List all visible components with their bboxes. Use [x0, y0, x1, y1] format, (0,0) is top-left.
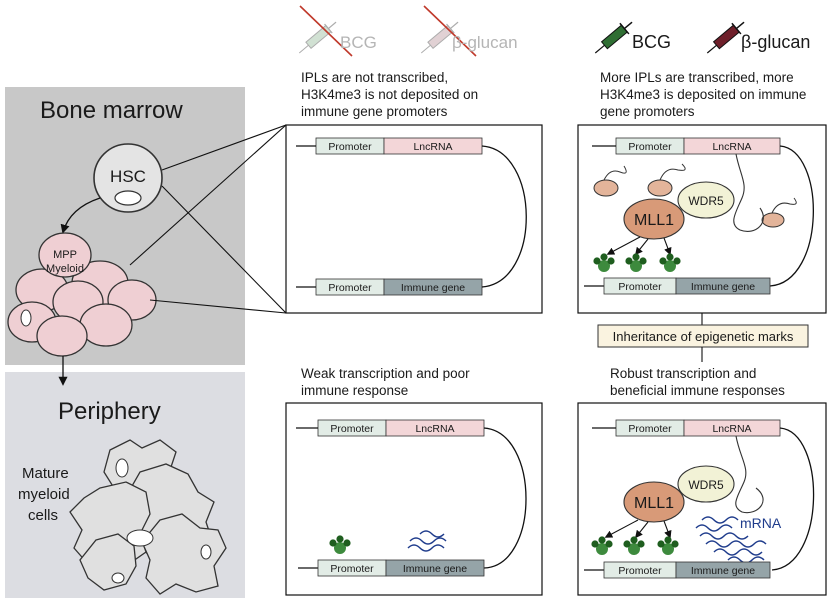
- caption-top-right-3: gene promoters: [600, 104, 695, 119]
- caption-bottom-left-1: Weak transcription and poor: [301, 366, 470, 381]
- br-wdr5-label: WDR5: [688, 478, 724, 492]
- caption-bottom-right-2: beneficial immune responses: [610, 383, 785, 398]
- mature-label-3: cells: [28, 507, 58, 524]
- tr-h3k4me3-marks: [593, 253, 681, 272]
- tr-lncrna-transcripts: [593, 163, 797, 228]
- mature-nucleus-2: [115, 458, 129, 478]
- tr-lncrna-label: LncRNA: [712, 141, 751, 153]
- mpp-nucleus: [20, 309, 32, 327]
- mature-label-1: Mature: [22, 465, 69, 482]
- syringe-bcg-crossed: [298, 21, 337, 54]
- caption-top-right-1: More IPLs are transcribed, more: [600, 70, 794, 85]
- caption-bottom-left-2: immune response: [301, 383, 408, 398]
- hsc-cell: HSC: [93, 143, 163, 213]
- hsc-label: HSC: [110, 167, 146, 186]
- tl-lncrna-label: LncRNA: [413, 141, 452, 153]
- tr-immune: [675, 277, 771, 295]
- tr-promoter-2-label: Promoter: [618, 281, 662, 293]
- caption-top-left-1: IPLs are not transcribed,: [301, 70, 448, 85]
- br-lncrna-label: LncRNA: [712, 423, 751, 435]
- br-promoter-2-label: Promoter: [618, 565, 662, 577]
- bone-marrow-title: Bone marrow: [40, 97, 183, 124]
- mpp-label: MPP: [53, 249, 77, 261]
- bl-promoter-label: Promoter: [330, 423, 374, 435]
- mature-nucleus-1: [126, 529, 154, 547]
- tl-promoter-2-label: Promoter: [328, 282, 372, 294]
- br-immune: [675, 561, 771, 579]
- br-immune-label: Immune gene: [691, 565, 755, 577]
- br-mrna-transcripts: [695, 516, 767, 564]
- br-wdr5: [677, 465, 735, 503]
- bl-transcripts: [407, 530, 447, 552]
- bl-promoter-2-label: Promoter: [330, 563, 374, 575]
- caption-top-left-3: immune gene promoters: [301, 104, 448, 119]
- mature-nucleus-3: [111, 572, 125, 584]
- bglucan-label: β-glucan: [741, 32, 810, 52]
- tr-mll1: [623, 198, 685, 240]
- tl-immune-label: Immune gene: [401, 282, 465, 294]
- bl-immune: [385, 559, 485, 577]
- caption-bottom-right-1: Robust transcription and: [610, 366, 756, 381]
- myeloid-cluster: [7, 232, 157, 357]
- caption-top-left-2: H3K4me3 is not deposited on: [301, 87, 478, 102]
- br-mll1-label: MLL1: [634, 495, 674, 512]
- myeloid-label: Myeloid: [46, 263, 84, 275]
- br-mll1-arrows: [604, 519, 672, 539]
- zoom-lines: [129, 124, 287, 314]
- br-mll1: [623, 481, 685, 523]
- tl-promoter-label: Promoter: [328, 141, 372, 153]
- tl-dna-loop: [481, 145, 527, 288]
- periphery-title: Periphery: [58, 398, 161, 425]
- cross-bcg: [299, 5, 353, 57]
- bl-immune-label: Immune gene: [403, 563, 467, 575]
- caption-top-right-2: H3K4me3 is deposited on immune: [600, 87, 806, 102]
- br-h3k4me3-marks: [591, 536, 679, 555]
- syringe-bglucan-crossed: [420, 21, 459, 54]
- hsc-to-mpp-arrow: [60, 197, 101, 234]
- tr-dna-loop: [769, 145, 814, 287]
- inheritance-label: Inheritance of epigenetic marks: [613, 329, 794, 344]
- tr-mll1-arrows: [606, 236, 672, 256]
- bglucan-crossed-label: β-glucan: [452, 33, 518, 52]
- br-promoter-label: Promoter: [628, 423, 672, 435]
- bcg-label: BCG: [632, 32, 671, 52]
- syringe-bcg: [594, 21, 633, 54]
- br-mrna-label: mRNA: [740, 515, 782, 531]
- tr-mll1-label: MLL1: [634, 212, 674, 229]
- tr-wdr5-label: WDR5: [688, 194, 724, 208]
- tr-immune-label: Immune gene: [691, 281, 755, 293]
- inheritance-box: [597, 324, 809, 348]
- syringe-bglucan: [706, 21, 745, 54]
- br-nascent-rna: [735, 435, 764, 514]
- bl-lncrna-label: LncRNA: [415, 423, 454, 435]
- bl-dna-loop: [483, 427, 527, 569]
- mature-label-2: myeloid: [18, 486, 70, 503]
- tr-wdr5: [677, 181, 735, 219]
- cross-bglucan: [423, 5, 477, 57]
- mature-nucleus-4: [200, 544, 212, 560]
- br-dna-loop: [771, 427, 815, 571]
- tr-promoter-label: Promoter: [628, 141, 672, 153]
- bcg-crossed-label: BCG: [340, 33, 377, 52]
- tr-nascent-rna: [733, 153, 764, 232]
